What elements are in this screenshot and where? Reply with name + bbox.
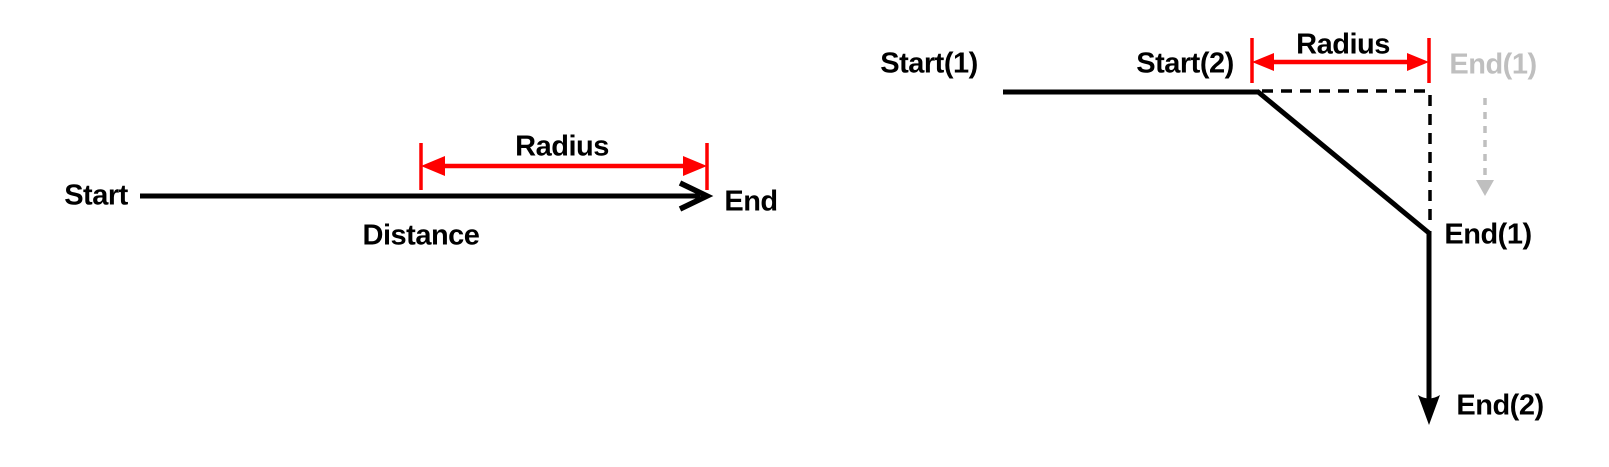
end2-label: End(2) (1456, 389, 1544, 422)
start-label: Start (64, 179, 128, 212)
arrowhead-right-icon (678, 180, 714, 212)
end1-ghost-label: End(1) (1449, 48, 1537, 81)
radius-arrowhead-left-icon (1252, 53, 1274, 71)
path-segment-diagonal (1255, 89, 1431, 235)
right-diagram (1003, 38, 1494, 425)
start1-label: Start(1) (880, 47, 978, 80)
end-label: End (724, 185, 778, 218)
arrowhead-down-icon (1418, 395, 1440, 425)
radius-label-right: Radius (1296, 28, 1390, 61)
radius-label-left: Radius (515, 130, 609, 163)
end1-label: End(1) (1444, 218, 1532, 251)
ghost-arrowhead-down-icon (1476, 180, 1494, 196)
radius-arrowhead-right-icon (683, 156, 707, 176)
radius-arrowhead-right-icon (1407, 53, 1429, 71)
radius-arrowhead-left-icon (421, 156, 445, 176)
distance-label: Distance (362, 219, 480, 252)
start2-label: Start(2) (1136, 47, 1234, 80)
left-diagram (140, 143, 714, 212)
